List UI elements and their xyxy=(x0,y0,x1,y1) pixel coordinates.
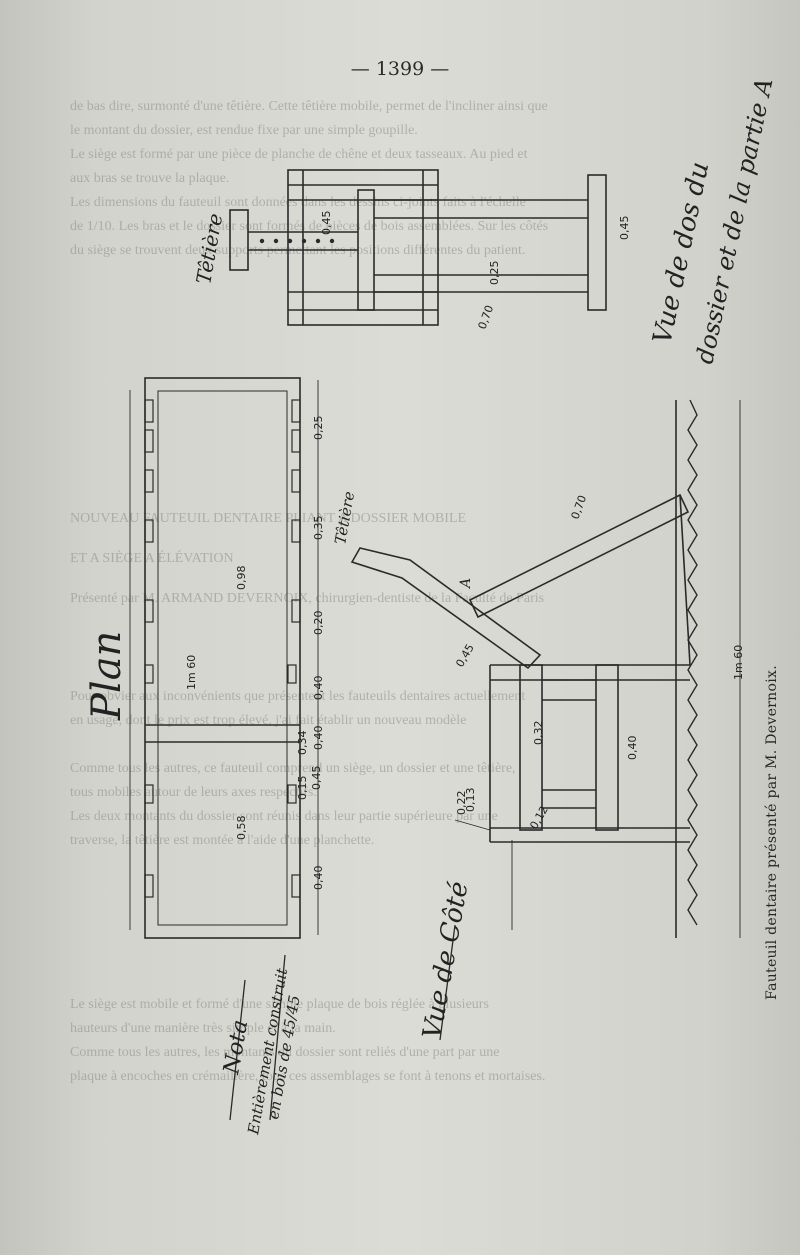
show-through-line: de bas dire, surmonté d'une têtière. Cet… xyxy=(70,99,548,114)
figure-caption: Fauteuil dentaire présenté par M. Devern… xyxy=(764,665,780,1000)
dimension-label: 0,32 xyxy=(532,721,545,746)
plan-title: Plan xyxy=(84,631,130,721)
dimension-label: 0,45 xyxy=(453,642,477,670)
show-through-line: Les deux montants du dossier sont réunis… xyxy=(70,809,498,824)
nota-title: Nota xyxy=(219,1018,253,1077)
dimension-label: 0,70 xyxy=(569,494,590,521)
show-through-line: tous mobiles autour de leurs axes respec… xyxy=(70,785,317,800)
dimension-label: 0,70 xyxy=(476,304,497,331)
part-a-label: A xyxy=(458,578,474,590)
dimension-label: 1m 60 xyxy=(185,655,198,690)
show-through-line: Les dimensions du fauteuil sont données … xyxy=(70,195,526,210)
dimension-label: 0,98 xyxy=(235,566,248,591)
dimension-label: 0,25 xyxy=(488,261,501,286)
dimension-label: 0,40 xyxy=(312,676,325,701)
show-through-line: Comme tous les autres, ce fauteuil compr… xyxy=(70,761,516,776)
dimension-label: 0,15 xyxy=(296,776,309,801)
page-number: — 1399 — xyxy=(350,58,450,80)
dimension-label: 1m 60 xyxy=(732,645,745,680)
dimension-label: 0,40 xyxy=(312,726,325,751)
side-view-drawing xyxy=(350,399,741,938)
dimension-label: 0,45 xyxy=(310,766,323,791)
show-through-line: hauteurs d'une manière très simple et à … xyxy=(70,1021,336,1036)
show-through-line: aux bras se trouve la plaque. xyxy=(70,171,230,186)
show-through-line: plaque à encoches en crémaillère, tous c… xyxy=(70,1069,546,1084)
side-view-title: Vue de Côté xyxy=(417,879,474,1041)
tetiere-label-side: Têtière xyxy=(331,490,358,546)
show-through-line: le montant du dossier, est rendue fixe p… xyxy=(70,123,418,138)
dimension-label: 0,45 xyxy=(618,216,631,241)
tetiere-label-top: Têtière xyxy=(191,211,227,285)
dimension-label: 0,58 xyxy=(235,816,248,841)
show-through-line: de 1/10. Les bras et le dossier sont for… xyxy=(70,219,549,234)
show-through-line: NOUVEAU FAUTEUIL DENTAIRE PLIANT A DOSSI… xyxy=(70,511,467,526)
dimension-label: 0,20 xyxy=(312,611,325,636)
dimension-label: 0,45 xyxy=(320,211,333,236)
show-through-line: Le siège est mobile et formé d'une simpl… xyxy=(70,997,489,1012)
show-through-line: traverse, la têtière est montée à l'aide… xyxy=(70,833,375,848)
dimension-label: 0,22 xyxy=(455,791,468,816)
dimension-label: 0,40 xyxy=(626,736,639,761)
dimension-label: 0,25 xyxy=(312,416,325,441)
plan-view-drawing xyxy=(129,377,319,939)
plan-dimensions: 0,25 0,35 0,20 0,40 0,58 0,98 1m 60 0,340,450,1… xyxy=(185,416,325,891)
dimension-label: 0,35 xyxy=(312,516,325,541)
show-through-line: Comme tous les autres, les montants du d… xyxy=(70,1045,500,1060)
show-through-line: Le siège est formé par une pièce de plan… xyxy=(70,147,528,162)
show-through-line: ET A SIÈGE A ÉLÉVATION xyxy=(70,551,234,566)
show-through-line: Pour obvier aux inconvénients que présen… xyxy=(70,689,526,704)
dimension-label: 0,34 xyxy=(296,731,309,756)
back-view-drawing xyxy=(229,169,607,326)
dimension-label: 0,13 xyxy=(464,788,477,813)
back-view-dimensions: 0,45 0,25 0,45 0,70 xyxy=(320,211,631,332)
dimension-label: 0,40 xyxy=(312,866,325,891)
back-view-title-line2: dossier et de la partie A xyxy=(690,75,778,366)
